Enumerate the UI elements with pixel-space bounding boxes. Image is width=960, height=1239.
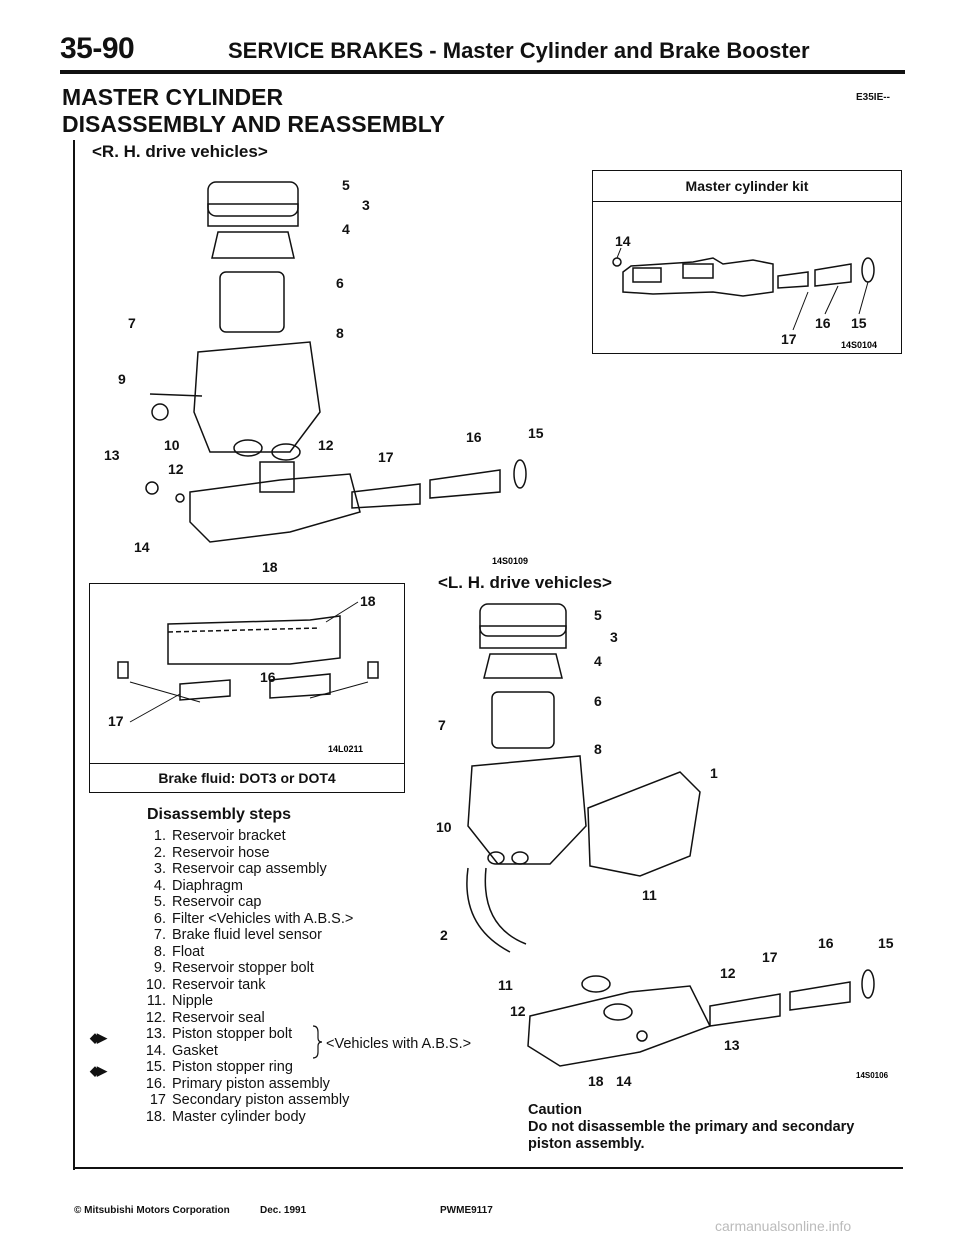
lh-callout-6: 6: [594, 693, 602, 709]
caution-block: Caution Do not disassemble the primary a…: [528, 1102, 888, 1153]
lh-callout-14: 14: [616, 1073, 632, 1089]
section-title: MASTER CYLINDER: [62, 84, 284, 110]
section-code: E35IE--: [856, 92, 890, 103]
step-item: 13.Piston stopper bolt: [145, 1026, 293, 1042]
brake-fluid-caption: Brake fluid: DOT3 or DOT4: [90, 763, 404, 792]
rh-callout-3: 3: [362, 197, 370, 213]
fluid-callout-18: 18: [360, 593, 376, 609]
step-item: 16.Primary piston assembly: [145, 1075, 330, 1092]
rh-callout-10: 10: [164, 437, 180, 453]
service-mark-15: ◆▶: [90, 1063, 107, 1078]
step-item: 3.Reservoir cap assembly: [153, 861, 327, 877]
step-item: 10.Reservoir tank: [145, 976, 266, 993]
lh-callout-5: 5: [594, 607, 602, 623]
lh-callout-10: 10: [436, 819, 452, 835]
rh-callout-4: 4: [342, 221, 350, 237]
rh-drive-label: <R. H. drive vehicles>: [92, 142, 268, 161]
lh-callout-16: 16: [818, 935, 834, 951]
step-item: 8.Float: [153, 943, 205, 960]
lh-callout-11b: 11: [498, 977, 513, 993]
rh-callout-9: 9: [118, 371, 126, 387]
step-item: 9.Reservoir stopper bolt: [153, 960, 314, 976]
lh-callout-12b: 12: [510, 1003, 526, 1019]
fluid-fig-code: 14L0211: [328, 744, 363, 754]
lh-callout-3: 3: [610, 629, 618, 645]
step-item: 4.Diaphragm: [153, 877, 243, 894]
disassembly-steps-title: Disassembly steps: [147, 806, 292, 823]
left-margin-rule: [73, 140, 75, 1170]
kit-callout-16: 16: [815, 315, 831, 331]
kit-box-title: Master cylinder kit: [593, 171, 901, 202]
lh-callout-4: 4: [594, 653, 602, 669]
rh-callout-13: 13: [104, 447, 120, 463]
step-item: 18.Master cylinder body: [145, 1108, 306, 1125]
lh-callout-7: 7: [438, 717, 446, 733]
lh-callout-12a: 12: [720, 965, 736, 981]
lh-callout-17: 17: [762, 949, 778, 965]
caution-heading: Caution: [528, 1102, 582, 1118]
lh-callout-15: 15: [878, 935, 894, 951]
footer-copyright: © Mitsubishi Motors Corporation: [74, 1205, 230, 1216]
lh-drive-label: <L. H. drive vehicles>: [438, 573, 612, 592]
lh-callout-11a: 11: [642, 887, 657, 903]
lh-fig-code: 14S0106: [856, 1071, 889, 1080]
rh-drive-exploded-figure: 5 3 4 6 7 8 9 10 12 12 13 14 18 15 16 17…: [104, 177, 544, 575]
section-subtitle: DISASSEMBLY AND REASSEMBLY: [62, 111, 445, 137]
page-header-title: SERVICE BRAKES - Master Cylinder and Bra…: [228, 38, 810, 63]
step-item: 6.Filter <Vehicles with A.B.S.>: [153, 910, 354, 927]
lh-callout-18: 18: [588, 1073, 604, 1089]
rh-callout-16: 16: [466, 429, 482, 445]
rh-callout-8: 8: [336, 325, 344, 341]
fluid-diagram: 18 16 17 14L0211: [108, 593, 379, 754]
steps-bracket: [312, 1025, 323, 1059]
lh-drive-exploded-figure: 5 3 4 6 7 8 1 10 2 11 11 12 12 13 14 18 …: [436, 603, 894, 1089]
lh-callout-13: 13: [724, 1037, 740, 1053]
step-item: 14.Gasket: [145, 1042, 218, 1059]
rh-callout-5: 5: [342, 177, 350, 193]
kit-callout-15: 15: [851, 315, 867, 331]
step-item: 15.Piston stopper ring: [145, 1059, 293, 1075]
step-item: 12.Reservoir seal: [145, 1009, 265, 1026]
header-rule: [60, 70, 905, 74]
step-item: 7.Brake fluid level sensor: [153, 927, 322, 943]
footer-date: Dec. 1991: [260, 1205, 307, 1216]
page-number: 35-90: [60, 32, 135, 65]
step-item: 5.Reservoir cap: [153, 894, 262, 910]
footer-code: PWME9117: [440, 1205, 493, 1216]
rh-callout-15: 15: [528, 425, 544, 441]
kit-callout-14: 14: [615, 233, 631, 249]
kit-diagram: 14 17 16 15 14S0104: [612, 233, 877, 350]
rh-callout-12a: 12: [318, 437, 334, 453]
rh-callout-17: 17: [378, 449, 394, 465]
brake-fluid-box: 18 16 17 14L0211 Brake fluid: DOT3 or DO…: [89, 583, 405, 793]
rh-callout-12b: 12: [168, 461, 184, 477]
steps-bracket-note: <Vehicles with A.B.S.>: [326, 1036, 472, 1052]
step-item: 2.Reservoir hose: [153, 844, 270, 861]
fluid-callout-16: 16: [260, 669, 276, 685]
caution-text: Do not disassemble the primary and secon…: [528, 1119, 855, 1152]
watermark: carmanualsonline.info: [715, 1218, 852, 1234]
master-cylinder-kit-box: Master cylinder kit 14 17 16 15 14S0104: [592, 170, 902, 354]
lh-callout-8: 8: [594, 741, 602, 757]
kit-callout-17: 17: [781, 331, 797, 347]
kit-fig-code: 14S0104: [841, 340, 877, 350]
rh-callout-7: 7: [128, 315, 136, 331]
service-mark-13: ◆▶: [90, 1030, 107, 1045]
step-item: 11.Nipple: [146, 993, 214, 1009]
rh-callout-6: 6: [336, 275, 344, 291]
bottom-rule: [73, 1167, 903, 1169]
lh-callout-1: 1: [710, 765, 718, 781]
rh-fig-code: 14S0109: [492, 556, 528, 566]
fluid-callout-17: 17: [108, 713, 124, 729]
rh-callout-18: 18: [262, 559, 278, 575]
rh-callout-14: 14: [134, 539, 150, 555]
lh-callout-2: 2: [440, 927, 448, 943]
step-item: 1.Reservoir bracket: [153, 828, 286, 844]
